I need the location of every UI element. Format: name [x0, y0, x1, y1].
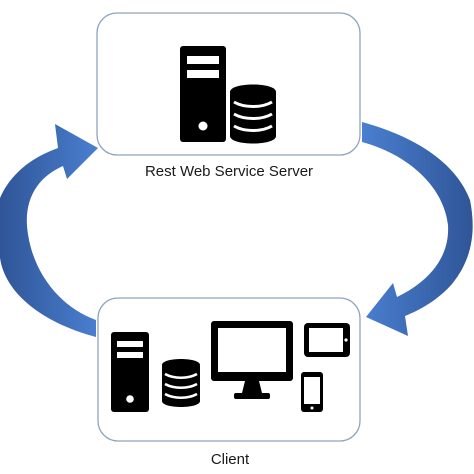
- server-box: [96, 12, 361, 156]
- server-label: Rest Web Service Server: [144, 163, 314, 180]
- tablet-icon: [304, 323, 350, 357]
- client-database-icon: [162, 359, 200, 407]
- client-label: Client: [210, 451, 250, 468]
- database-icon: [230, 84, 276, 144]
- smartphone-icon: [301, 372, 323, 412]
- request-arrow: [0, 124, 98, 337]
- response-arrow: [362, 122, 473, 336]
- monitor-icon: [211, 321, 293, 399]
- client-server-tower-icon: [111, 332, 149, 412]
- server-tower-icon: [180, 46, 226, 142]
